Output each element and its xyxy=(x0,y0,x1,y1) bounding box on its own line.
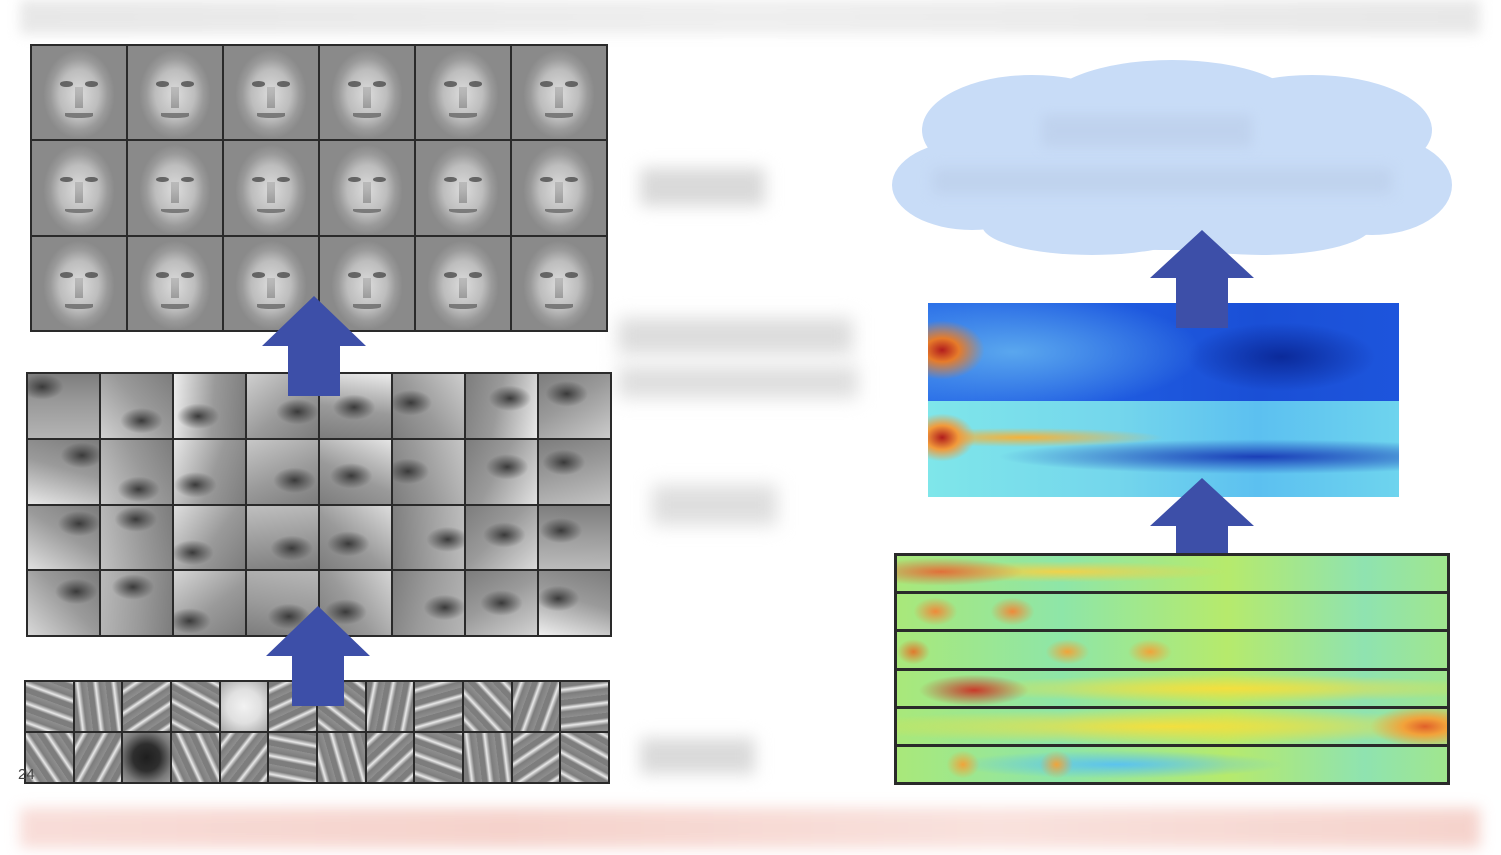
spectrogram-row xyxy=(897,670,1447,706)
edge-feature-tile xyxy=(269,733,316,782)
spectrogram-row xyxy=(897,632,1447,668)
face-feature-tile xyxy=(224,141,318,235)
face-feature-tile xyxy=(224,46,318,140)
object-part-feature-tile xyxy=(28,439,99,504)
edge-feature-tile xyxy=(415,733,462,782)
up-arrow-icon xyxy=(266,606,370,706)
edge-feature-tile xyxy=(318,733,365,782)
face-feature-tile xyxy=(320,141,414,235)
edge-feature-tile xyxy=(366,733,414,782)
face-feature-tile xyxy=(128,46,222,140)
object-part-feature-tile xyxy=(539,439,610,504)
face-feature-tile xyxy=(320,46,414,140)
object-part-feature-tile xyxy=(247,439,318,504)
object-part-feature-tile xyxy=(466,439,537,504)
object-part-feature-tile xyxy=(466,374,537,438)
object-part-feature-tile xyxy=(101,439,172,504)
edge-feature-tile xyxy=(464,682,511,731)
blurred-footer-text xyxy=(20,808,1480,848)
edge-feature-tile xyxy=(172,682,219,731)
spectrogram-rows xyxy=(894,553,1450,785)
face-feature-tile xyxy=(128,236,222,330)
edge-feature-tile xyxy=(172,733,219,782)
object-parts-feature-grid xyxy=(26,372,612,637)
face-feature-tile xyxy=(32,141,126,235)
edge-feature-tile xyxy=(220,682,268,731)
blurred-label-1 xyxy=(640,168,765,206)
edge-feature-tile xyxy=(220,733,268,782)
object-part-feature-tile xyxy=(174,374,245,438)
spectrogram-row xyxy=(897,594,1447,630)
object-part-feature-tile xyxy=(393,439,464,504)
edge-feature-tile xyxy=(464,733,511,782)
face-feature-tile xyxy=(512,236,606,330)
edge-feature-tile xyxy=(123,733,170,782)
edge-feature-tile xyxy=(561,682,608,731)
object-part-feature-tile xyxy=(539,505,610,570)
face-feature-tile xyxy=(32,46,126,140)
blurred-label-2 xyxy=(618,318,853,354)
edge-feature-tile xyxy=(26,682,73,731)
face-feature-tile xyxy=(512,141,606,235)
face-feature-tile xyxy=(416,236,510,330)
face-feature-tile xyxy=(32,236,126,330)
spectrogram-row xyxy=(897,556,1447,592)
blurred-label-4 xyxy=(652,485,777,525)
blurred-header-text xyxy=(20,0,1480,34)
object-part-feature-tile xyxy=(393,571,464,635)
object-part-feature-tile xyxy=(466,505,537,570)
edge-feature-tile xyxy=(512,733,560,782)
face-feature-tile xyxy=(416,141,510,235)
face-feature-tile xyxy=(224,236,318,330)
object-part-feature-tile xyxy=(539,571,610,635)
object-part-feature-tile xyxy=(393,505,464,570)
edge-feature-tile xyxy=(366,682,414,731)
object-part-feature-tile xyxy=(28,505,99,570)
face-feature-tile xyxy=(320,236,414,330)
edge-feature-tile xyxy=(123,682,170,731)
object-part-feature-tile xyxy=(28,374,99,438)
object-part-feature-tile xyxy=(101,571,172,635)
up-arrow-icon xyxy=(1150,230,1254,328)
object-part-feature-tile xyxy=(393,374,464,438)
edge-feature-tile xyxy=(74,733,122,782)
object-part-feature-tile xyxy=(174,571,245,635)
object-part-feature-tile xyxy=(539,374,610,438)
object-part-feature-tile xyxy=(247,505,318,570)
edge-feature-tile xyxy=(512,682,560,731)
object-part-feature-tile xyxy=(320,505,391,570)
cloud-shape xyxy=(892,60,1452,255)
object-part-feature-tile xyxy=(174,439,245,504)
up-arrow-icon xyxy=(262,296,366,396)
edge-feature-tile xyxy=(561,733,608,782)
mid-feature-map-bottom xyxy=(928,401,1399,497)
object-part-feature-tile xyxy=(101,374,172,438)
spectrogram-row xyxy=(897,746,1447,783)
face-feature-tile xyxy=(128,141,222,235)
blurred-label-3 xyxy=(618,366,858,398)
mid-feature-map-top xyxy=(928,303,1399,401)
edge-feature-tile xyxy=(74,682,122,731)
face-feature-tile xyxy=(512,46,606,140)
object-part-feature-tile xyxy=(466,571,537,635)
blurred-label-5 xyxy=(640,738,755,774)
object-part-feature-tile xyxy=(320,439,391,504)
spectrogram-row xyxy=(897,708,1447,744)
edge-feature-tile xyxy=(415,682,462,731)
up-arrow-icon xyxy=(1150,478,1254,576)
faces-feature-grid xyxy=(30,44,608,332)
object-part-feature-tile xyxy=(28,571,99,635)
slide-number: 24 xyxy=(18,766,35,783)
edge-feature-tile xyxy=(26,733,73,782)
object-part-feature-tile xyxy=(174,505,245,570)
face-feature-tile xyxy=(416,46,510,140)
object-part-feature-tile xyxy=(101,505,172,570)
